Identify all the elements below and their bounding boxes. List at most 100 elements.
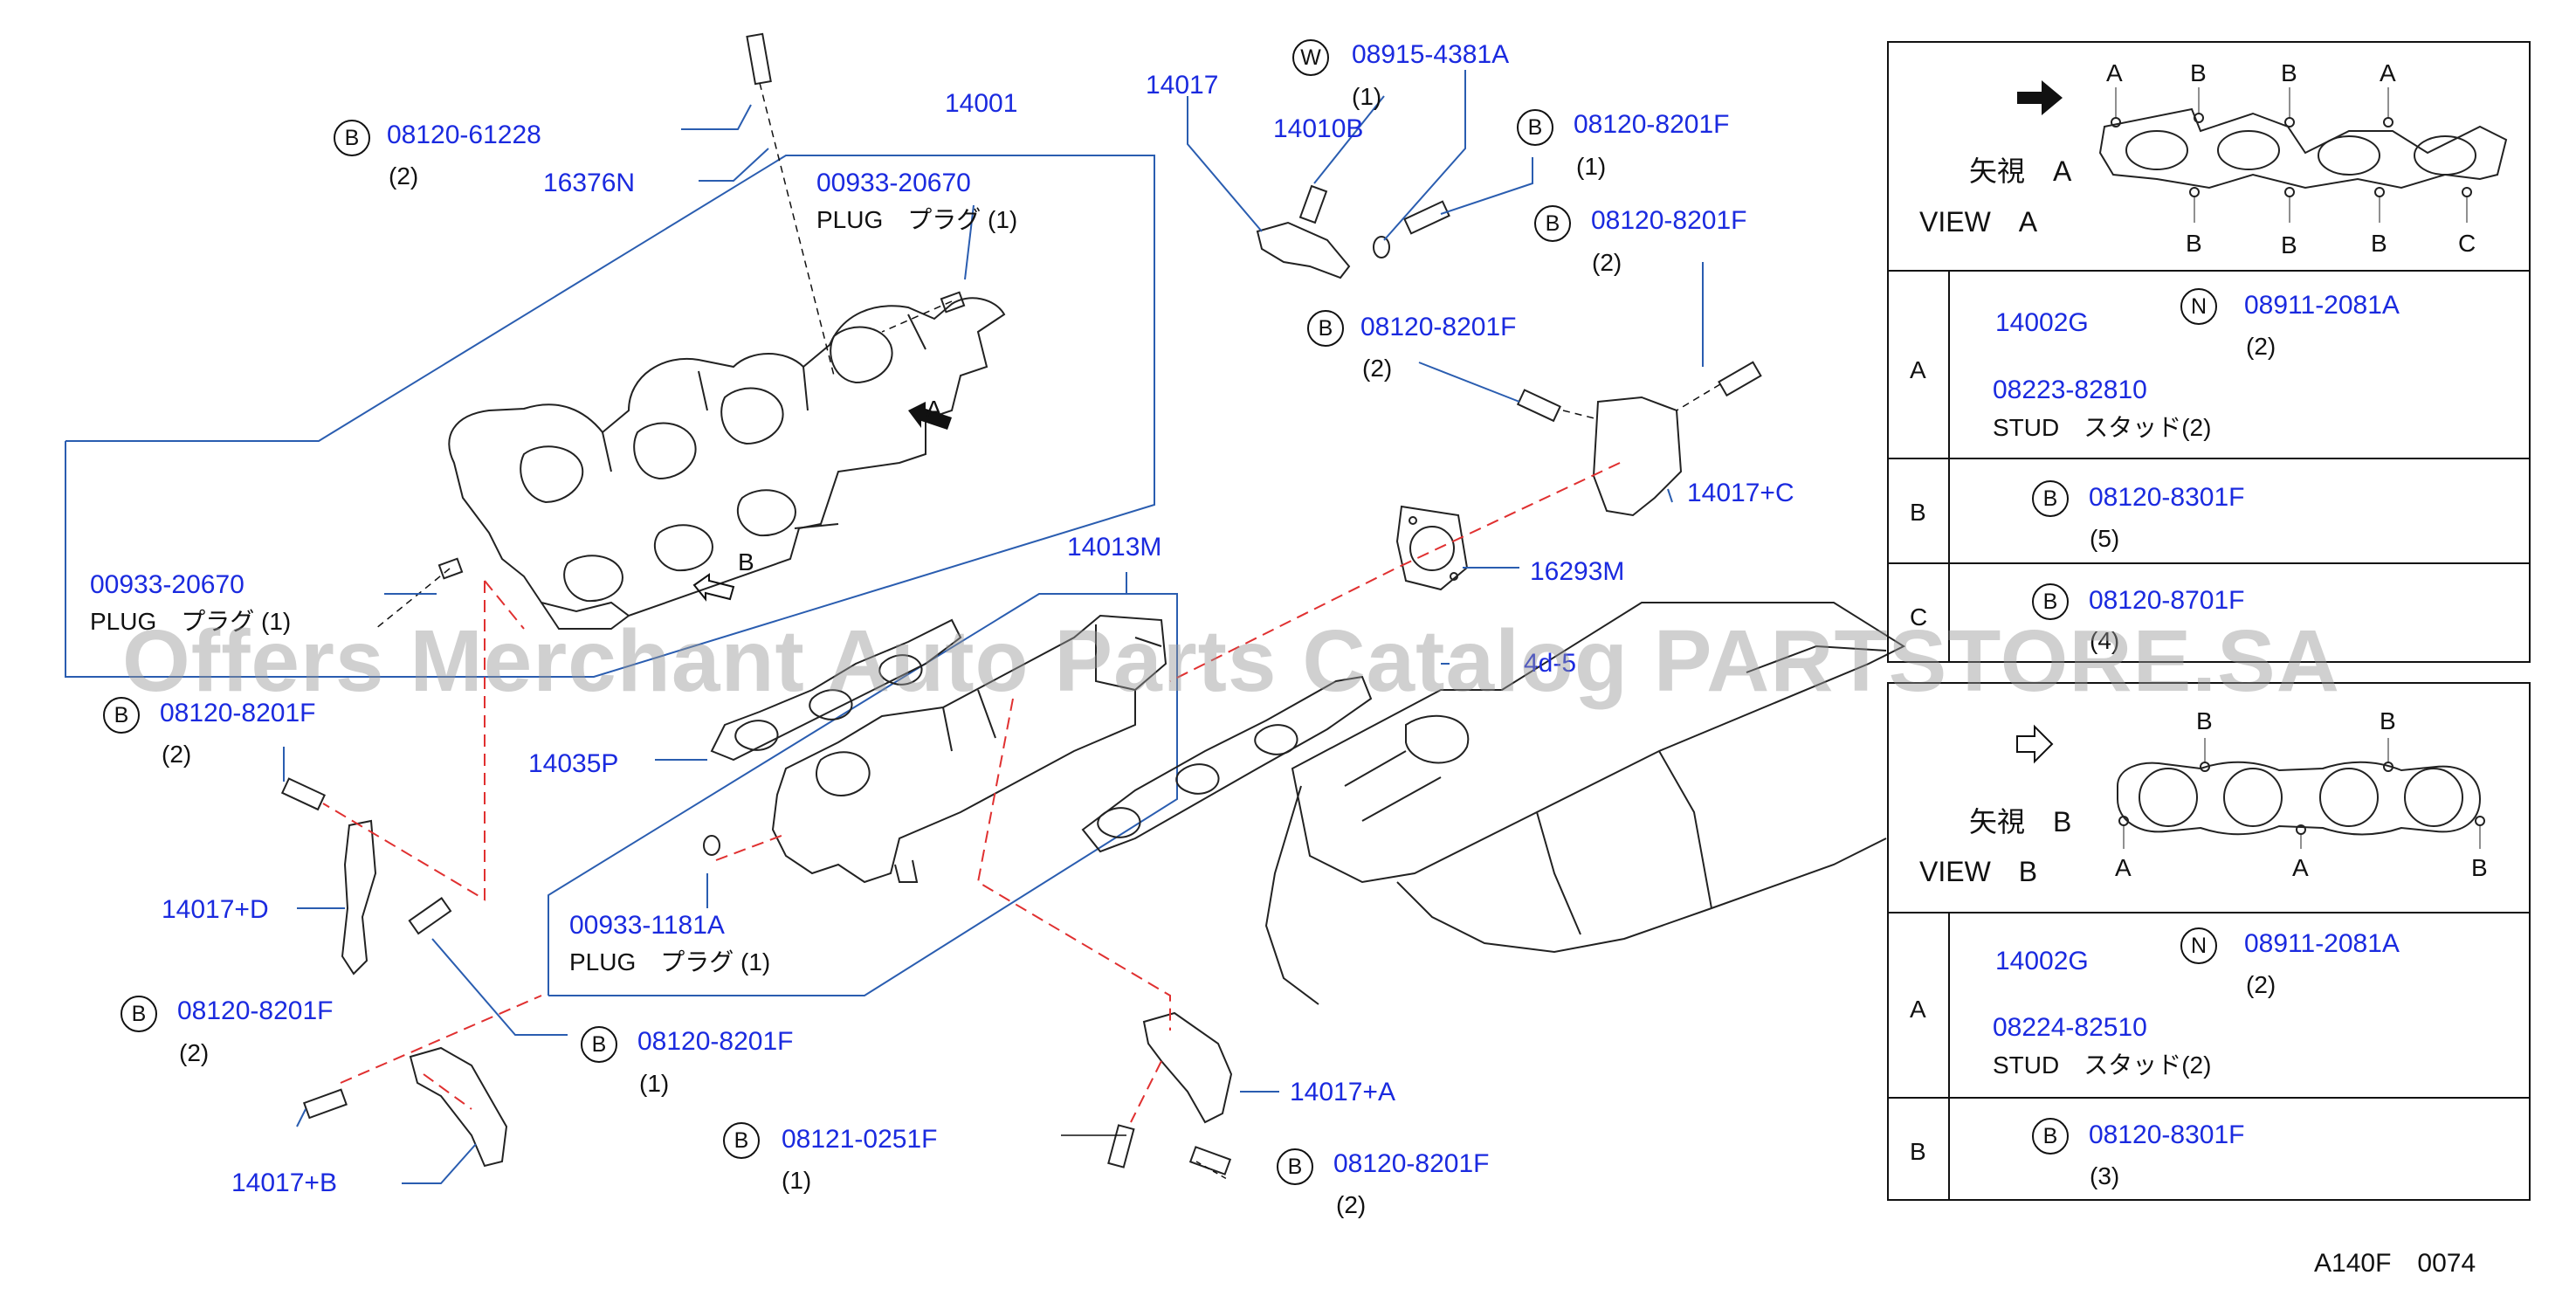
part-number[interactable]: 08120-8701F: [2089, 586, 2245, 615]
panel-b-view-en: VIEW B: [1919, 856, 2038, 887]
part-number[interactable]: 08121-0251F: [782, 1125, 938, 1154]
view-arrows: [692, 402, 952, 602]
quantity: (1): [782, 1167, 812, 1194]
blue-leaders: [283, 70, 1704, 1184]
panel-b-view-jp: 矢視 B: [1969, 806, 2072, 838]
hole-label: C: [2458, 230, 2476, 257]
part-number[interactable]: 14013M: [1067, 533, 1162, 562]
gasket-14035P: [710, 618, 962, 762]
callout-circle: B: [1307, 310, 1344, 347]
gasket-16293M: [1395, 505, 1469, 591]
callout-circle: N: [2180, 927, 2217, 964]
callout-circle: B: [103, 697, 140, 734]
quantity: (2): [2246, 971, 2276, 998]
part-number[interactable]: 08120-8201F: [177, 996, 334, 1025]
part-label: PLUG プラグ (1): [569, 948, 771, 975]
part-number[interactable]: 08911-2081A: [2244, 291, 2400, 320]
callout-circle: W: [1292, 39, 1329, 76]
hole-label: B: [2196, 707, 2213, 734]
part-number[interactable]: 08224-82510: [1993, 1013, 2147, 1042]
part-number[interactable]: 14017+B: [231, 1168, 337, 1197]
quantity: (2): [179, 1039, 210, 1066]
part-number[interactable]: 08120-61228: [387, 121, 541, 149]
bracket-14017-top: [1256, 221, 1351, 279]
part-number[interactable]: 00933-1181A: [569, 911, 725, 940]
part-number[interactable]: 14035P: [528, 749, 619, 778]
bracket-14017A: [1142, 1011, 1233, 1124]
callout-circle: B: [581, 1026, 617, 1063]
part-number[interactable]: 14002G: [1995, 308, 2089, 337]
row-key: A: [1910, 356, 1926, 383]
hole-label: A: [2115, 854, 2132, 881]
quantity: (1): [1352, 83, 1382, 110]
watermark: Offers Merchant Auto Parts Catalog PARTS…: [122, 612, 2340, 710]
arrow-b-icon: [692, 573, 735, 602]
part-label: PLUG プラグ (1): [816, 206, 1018, 233]
panel-frames: [1887, 41, 2531, 1201]
callout-circle: N: [2180, 288, 2217, 325]
hole-label: A: [2106, 59, 2123, 86]
part-number[interactable]: 16376N: [543, 169, 636, 197]
part-number[interactable]: 16293M: [1530, 557, 1625, 586]
part-number[interactable]: 14017+C: [1687, 479, 1794, 507]
part-number[interactable]: 08911-2081A: [2244, 929, 2400, 958]
exhaust-manifold-14001: [448, 297, 1006, 630]
part-label: STUD スタッド(2): [1993, 1051, 2212, 1079]
panel-a-view-jp: 矢視 A: [1969, 155, 2072, 187]
callout-circle: B: [121, 996, 157, 1032]
row-key: B: [1910, 1138, 1926, 1165]
gasket-view-a: [2098, 87, 2508, 223]
part-number[interactable]: 08120-8301F: [2089, 483, 2245, 512]
black-leaders: [375, 82, 1721, 1180]
quantity: (4): [2090, 627, 2120, 654]
arrow-b-label: B: [738, 548, 754, 576]
part-number[interactable]: 14017+A: [1290, 1078, 1395, 1106]
part-number[interactable]: 4d-5: [1524, 649, 1577, 678]
footer-code: A140F 0074: [2314, 1249, 2476, 1278]
part-number[interactable]: 00933-20670: [816, 169, 971, 197]
view-b-arrow-icon: [2016, 724, 2054, 764]
bracket-14017B: [409, 1046, 508, 1168]
bracket-14017C: [1592, 396, 1683, 517]
hole-label: B: [2281, 231, 2297, 259]
part-number[interactable]: 14001: [945, 89, 1018, 118]
hole-label: A: [2380, 59, 2396, 86]
hole-label: B: [2380, 707, 2396, 734]
part-number[interactable]: 08223-82810: [1993, 376, 2147, 404]
quantity: (2): [2246, 333, 2276, 360]
brackets: [341, 221, 1683, 1168]
part-number[interactable]: 08915-4381A: [1352, 40, 1510, 69]
engine-block: [1264, 602, 1906, 1005]
part-number[interactable]: 08120-8201F: [1360, 313, 1517, 341]
callout-circle: B: [2032, 1118, 2069, 1155]
callout-frames: [65, 155, 1178, 996]
part-number[interactable]: 08120-8201F: [160, 699, 316, 727]
part-number[interactable]: 08120-8201F: [1574, 110, 1730, 139]
part-number[interactable]: 08120-8301F: [2089, 1120, 2245, 1149]
part-number[interactable]: 14017: [1146, 71, 1219, 100]
part-number[interactable]: 14010B: [1273, 114, 1364, 143]
part-number[interactable]: 14002G: [1995, 947, 2089, 975]
hole-label: B: [2190, 59, 2207, 86]
bracket-14017D: [341, 819, 377, 975]
hole-label: B: [2471, 854, 2488, 881]
quantity: (3): [2090, 1162, 2120, 1189]
quantity: (2): [1336, 1191, 1367, 1218]
callout-circle: B: [723, 1122, 760, 1159]
frame-14013M: [548, 593, 1178, 996]
part-number[interactable]: 00933-20670: [90, 570, 245, 599]
part-number[interactable]: 08120-8201F: [1333, 1149, 1490, 1178]
quantity: (1): [1576, 153, 1607, 180]
row-key: A: [1910, 996, 1926, 1023]
quantity: (2): [389, 162, 419, 190]
bolts: [280, 32, 1762, 1175]
arrow-a-label: A: [926, 396, 942, 423]
part-number[interactable]: 08120-8201F: [1591, 206, 1747, 235]
part-number[interactable]: 14017+D: [162, 895, 269, 924]
hole-label: B: [2281, 59, 2297, 86]
part-number[interactable]: 08120-8201F: [637, 1027, 794, 1056]
gasket-14035-alt: [1081, 675, 1373, 853]
hole-label: B: [2186, 230, 2202, 257]
quantity: (2): [1592, 249, 1622, 276]
